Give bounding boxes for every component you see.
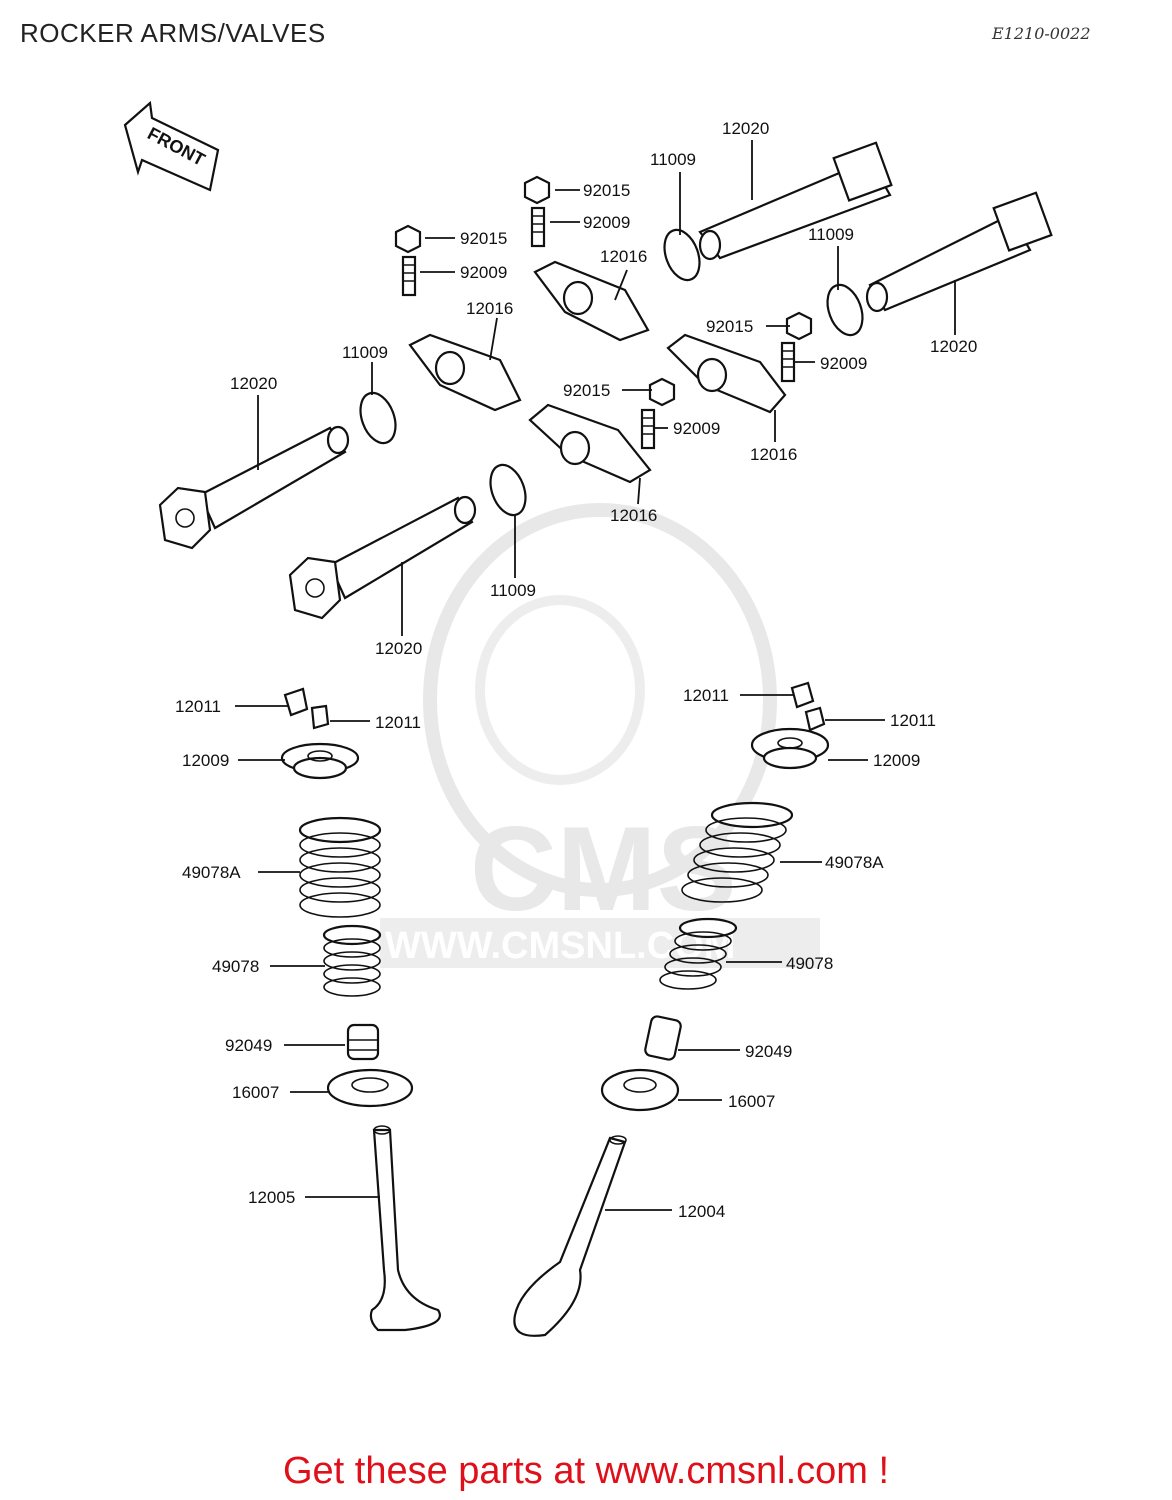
label-12011-left-a: 12011	[175, 697, 221, 716]
label-92009-b: 92009	[583, 213, 630, 232]
spring-49078A-right	[681, 801, 794, 903]
footer-shop-link[interactable]: Get these parts at www.cmsnl.com !	[282, 1450, 890, 1492]
label-92015-b: 92015	[583, 181, 630, 200]
label-12020-left: 12020	[230, 374, 277, 393]
rocker-arm-b	[533, 260, 650, 342]
label-11009-top: 11009	[650, 150, 696, 169]
label-49078A-left: 49078A	[182, 863, 241, 882]
label-12016-c: 12016	[750, 445, 797, 464]
valve-12005-exhaust	[369, 1125, 441, 1332]
rocker-shaft-right	[865, 191, 1053, 313]
label-12005: 12005	[248, 1188, 295, 1207]
label-12009-left: 12009	[182, 751, 229, 770]
spring-49078A-left	[298, 816, 382, 918]
retainer-12009-left	[280, 742, 360, 780]
screw-92009-d	[640, 408, 656, 450]
label-12011-left-b: 12011	[375, 713, 421, 732]
label-92049-right: 92049	[745, 1042, 792, 1061]
label-12011-right-a: 12011	[683, 686, 729, 705]
rocker-arm-a	[408, 333, 522, 412]
watermark-logo: CMS	[470, 802, 737, 936]
label-49078-right: 49078	[786, 954, 833, 973]
label-49078-left: 49078	[212, 957, 259, 976]
valve-12004-intake	[513, 1135, 627, 1337]
spring-49078-right	[659, 917, 738, 990]
washer-11009-top	[663, 228, 701, 282]
label-11009-right: 11009	[808, 225, 854, 244]
washer-11009-mid	[489, 463, 527, 517]
label-16007-right: 16007	[728, 1092, 775, 1111]
label-12020-mid: 12020	[375, 639, 422, 658]
label-92015-a: 92015	[460, 229, 507, 248]
washer-11009-left	[359, 391, 397, 445]
label-11009-mid: 11009	[490, 581, 536, 600]
diagram-code: E1210-0022	[992, 24, 1091, 43]
front-arrow-icon: FRONT	[123, 100, 220, 192]
part-labels: 12020 11009 92015 92009 12016 92015 9200…	[175, 119, 977, 1221]
spring-49078-left	[322, 924, 382, 997]
retainer-12009-right	[750, 727, 830, 770]
spring-seat-16007-right	[600, 1068, 680, 1112]
label-92015-c: 92015	[706, 317, 753, 336]
spring-seat-16007-left	[326, 1068, 414, 1108]
label-12016-b: 12016	[600, 247, 647, 266]
nut-92015-c	[785, 311, 813, 341]
rocker-arm-d	[528, 403, 652, 484]
nut-92015-d	[648, 377, 676, 407]
label-12020-top: 12020	[722, 119, 769, 138]
label-92015-d: 92015	[563, 381, 610, 400]
rocker-shaft-top	[698, 141, 893, 261]
leader-lines	[235, 140, 956, 1211]
screw-92009-a	[401, 255, 417, 297]
rocker-shaft-left	[158, 425, 350, 550]
label-92049-left: 92049	[225, 1036, 272, 1055]
stem-seal-92049-right	[644, 1015, 682, 1061]
nut-92015-b	[523, 175, 551, 205]
label-16007-left: 16007	[232, 1083, 279, 1102]
label-12004: 12004	[678, 1202, 725, 1221]
label-12011-right-b: 12011	[890, 711, 936, 730]
screw-92009-b	[530, 206, 546, 248]
cotter-12011-right	[790, 681, 826, 732]
label-12016-d: 12016	[610, 506, 657, 525]
washer-11009-right	[826, 283, 864, 337]
label-12016-a: 12016	[466, 299, 513, 318]
label-49078A-right: 49078A	[825, 853, 884, 872]
label-92009-d: 92009	[673, 419, 720, 438]
page-title: ROCKER ARMS/VALVES	[20, 18, 326, 48]
label-11009-left: 11009	[342, 343, 388, 362]
stem-seal-92049-left	[346, 1023, 380, 1061]
label-12009-right: 12009	[873, 751, 920, 770]
screw-92009-c	[780, 341, 796, 383]
label-92009-a: 92009	[460, 263, 507, 282]
label-92009-c: 92009	[820, 354, 867, 373]
label-12020-right: 12020	[930, 337, 977, 356]
rocker-shaft-middle	[288, 495, 477, 620]
rocker-arm-c	[666, 333, 787, 414]
nut-92015-a	[394, 224, 422, 254]
cotter-12011-left	[283, 687, 330, 730]
